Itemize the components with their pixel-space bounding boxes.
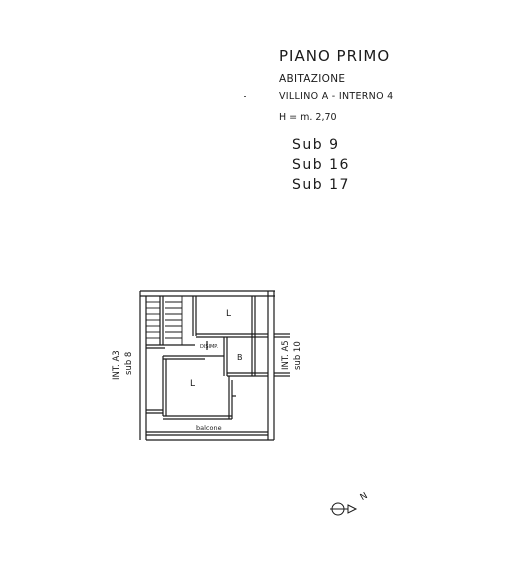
right-sub-label: sub 10 [293, 341, 303, 370]
left-sub-label: sub 8 [124, 351, 134, 375]
stairs-left [146, 301, 160, 339]
room-b-label: B [237, 353, 243, 362]
villa-unit-label: VILLINO A - INTERNO 4 [279, 91, 394, 102]
stray-mark [244, 96, 246, 97]
height-label: H = m. 2,70 [279, 112, 337, 123]
north-arrow-symbol [330, 502, 358, 516]
disimpegno-label: DISIMP. [200, 344, 219, 350]
sub-label-16: Sub 16 [292, 157, 350, 173]
stairs-right [165, 296, 183, 345]
left-neighbor-label: INT. A3 [112, 350, 122, 380]
balcony-label: balcone [196, 424, 222, 432]
right-neighbor-label: INT. A5 [281, 340, 291, 370]
room-l-label: L [190, 379, 196, 389]
sub-label-9: Sub 9 [292, 137, 340, 153]
floor-title: PIANO PRIMO [279, 47, 391, 65]
usage-label: ABITAZIONE [279, 73, 346, 85]
sub-label-17: Sub 17 [292, 177, 350, 193]
room-l-top-label: L [226, 309, 232, 319]
